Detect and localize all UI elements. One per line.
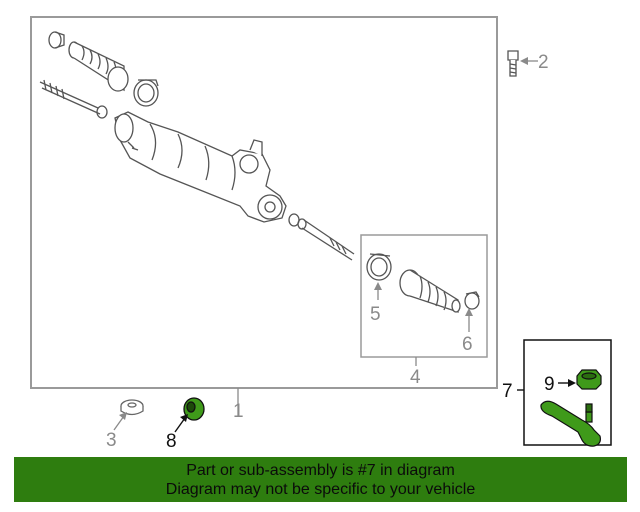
callout-9: 9 [544, 374, 555, 395]
tie-rod-end-frame [523, 339, 612, 446]
bushing-part [183, 397, 205, 421]
banner-line-2: Diagram may not be specific to your vehi… [165, 481, 476, 498]
clamp-ring-left [133, 79, 159, 107]
main-assembly-frame [30, 16, 498, 389]
clamp-ring-right [366, 253, 392, 281]
grommet-part [120, 399, 144, 416]
tie-rod-end-part [540, 400, 601, 447]
boot-right [399, 269, 461, 313]
leader-lines [113, 60, 538, 431]
disclaimer-banner: Part or sub-assembly is #7 in diagram Di… [14, 457, 627, 502]
inner-tie-rod-left [39, 79, 108, 119]
inner-tie-rod-right [288, 213, 355, 261]
rack-housing [114, 111, 287, 223]
nut-part [576, 369, 602, 390]
banner-line-1: Part or sub-assembly is #7 in diagram [186, 462, 455, 479]
clamp-top-left [48, 31, 65, 49]
callout-8: 8 [166, 431, 177, 452]
arrowheads [119, 57, 576, 422]
callout-3: 3 [106, 430, 117, 451]
callout-2: 2 [538, 52, 549, 73]
callout-4: 4 [410, 367, 421, 388]
bolt-part [507, 50, 519, 77]
callout-1: 1 [233, 401, 244, 422]
callout-5: 5 [370, 304, 381, 325]
clamp-small-right [464, 291, 480, 310]
callout-7: 7 [502, 381, 513, 402]
boot-top-left [68, 41, 129, 92]
callout-6: 6 [462, 334, 473, 355]
boot-kit-frame [360, 234, 488, 358]
